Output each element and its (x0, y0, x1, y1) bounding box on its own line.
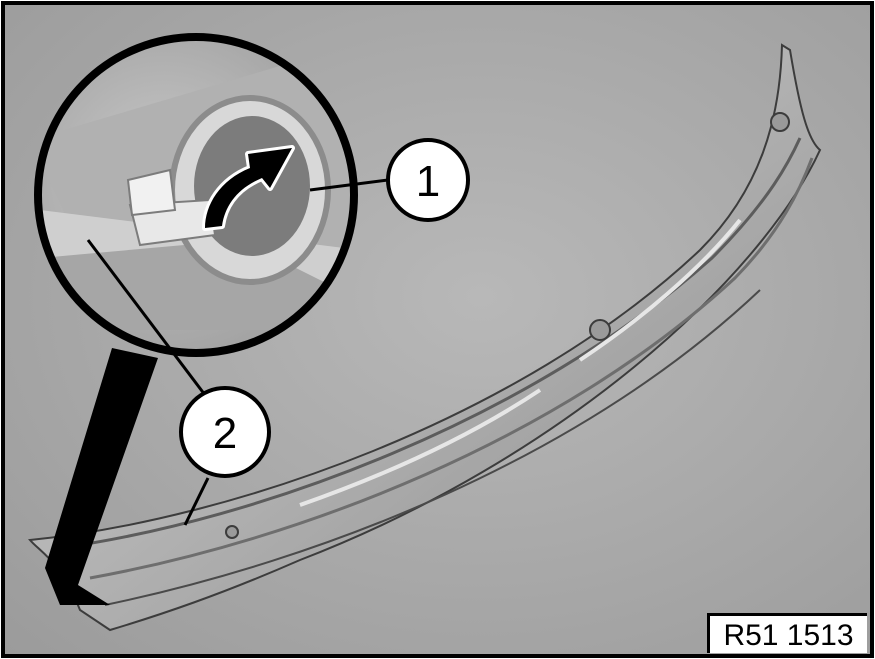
reference-code-label: R51 1513 (707, 613, 867, 653)
curved-arrow-icon (202, 145, 295, 231)
callout-1-number: 1 (416, 157, 440, 206)
leader-line-2-upper (86, 239, 207, 396)
callout-1: 1 (386, 138, 470, 222)
callout-2-number: 2 (213, 409, 237, 458)
magnified-detail (34, 33, 358, 357)
leader-line-2-lower (183, 477, 210, 526)
callout-2: 2 (179, 386, 271, 478)
magnifier-connector (45, 348, 158, 605)
trim-rail-part (28, 43, 822, 632)
leader-line-1 (309, 178, 389, 192)
